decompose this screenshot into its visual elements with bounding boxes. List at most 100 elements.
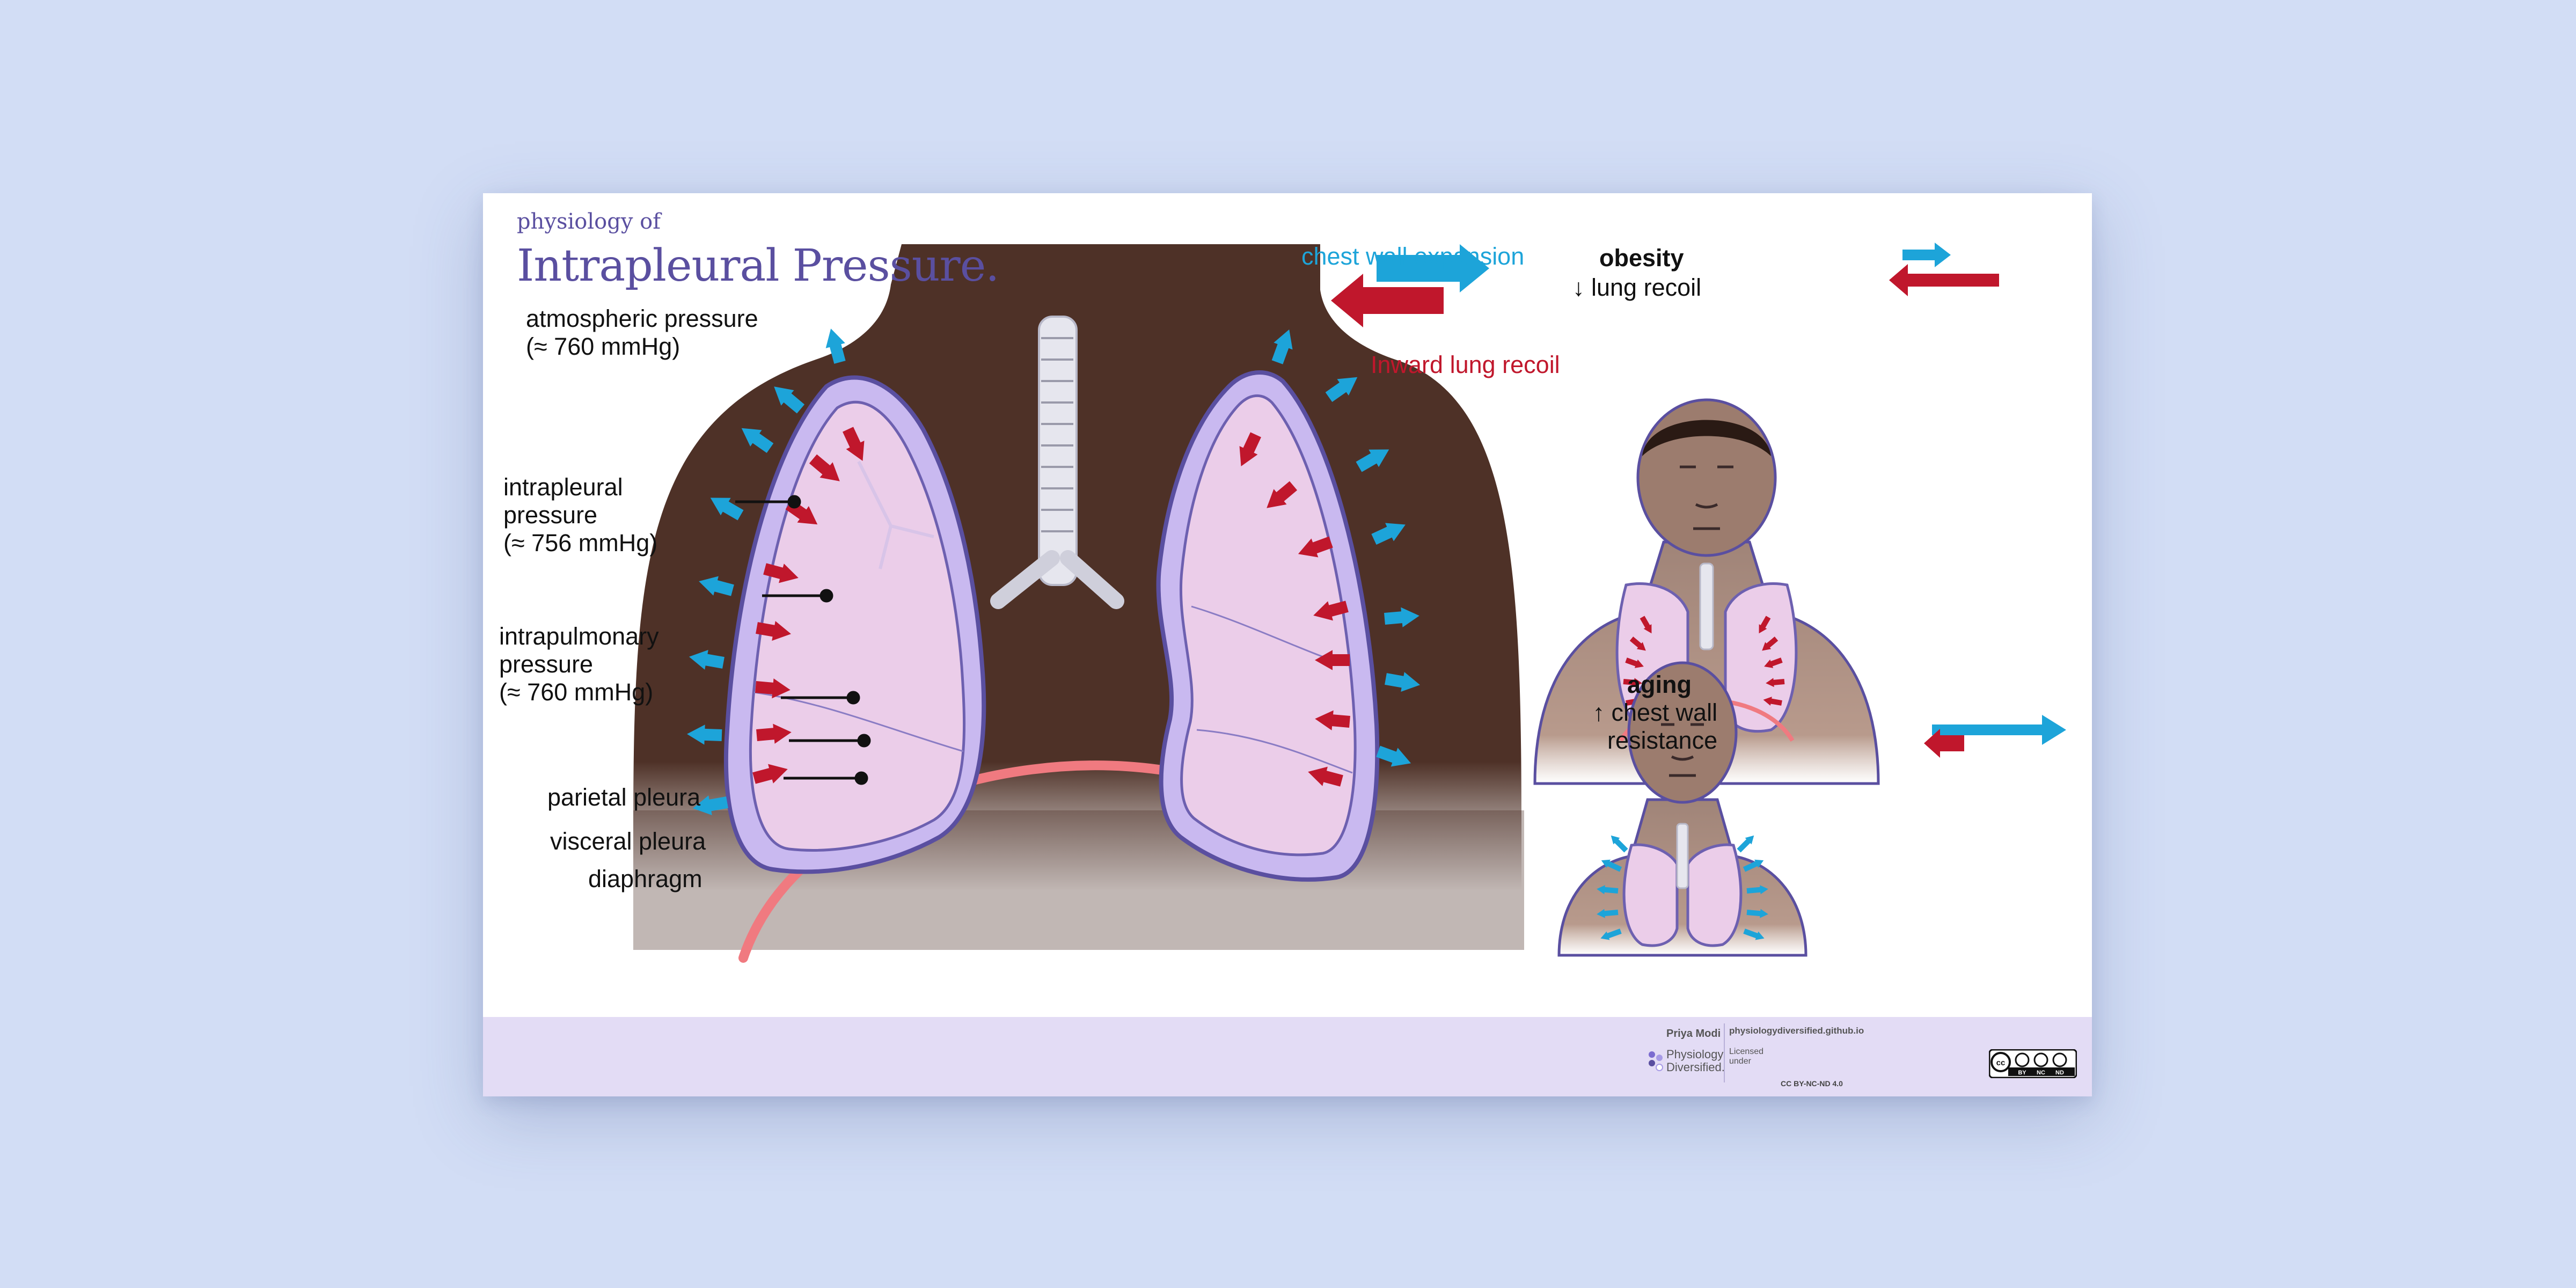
recoil-arrow [1313,601,1349,621]
nc-icon [2033,1052,2048,1067]
cc-icon [1990,1052,2011,1072]
obesity-effect: ↓ lung recoil [1572,274,1702,301]
intrapleural-line1: intrapleural [503,473,623,501]
obesity-legend-arrows [1889,243,1999,296]
aging-figure [1557,661,1807,957]
recoil-arrow [755,678,791,699]
aging-expansion-arrow [1737,835,1754,853]
obesity-recoil-arrow [1766,678,1785,687]
site-link[interactable]: physiologydiversified.github.io [1729,1026,1864,1036]
expansion-arrow [774,386,805,414]
infographic-card: physiology of Intrapleural Pressure. che… [483,193,2092,1096]
expansion-arrow [687,724,722,745]
recoil-arrow [1315,710,1350,730]
brand-name: Physiology Diversified. [1666,1048,1725,1074]
aging-effect-line1: ↑ chest wall [1592,699,1718,726]
leader-lines [735,495,871,785]
cc-license-badge[interactable]: cc BY NC ND [1989,1049,2077,1078]
expansion-arrow [1384,607,1419,627]
intrapleural-line3: (≈ 756 mmHg) [503,529,658,557]
obesity-recoil-arrow [1764,657,1783,668]
aging-expansion-arrow [1597,909,1619,918]
atmospheric-pressure-label: atmospheric pressure (≈ 760 mmHg) [526,305,758,361]
svg-text:NC: NC [2037,1070,2045,1076]
nd-icon [2052,1052,2067,1067]
page-title: Intrapleural Pressure. [517,240,999,291]
expansion-arrow [689,650,724,670]
footer-divider [1724,1023,1725,1082]
recoil-arrow [1239,432,1261,466]
recoil-arrow [1267,481,1298,508]
atmospheric-pressure-line1: atmospheric pressure [526,305,758,332]
aging-expansion-arrow [1746,885,1768,895]
intrapleural-pressure-label: intrapleural pressure (≈ 756 mmHg) [503,473,657,557]
recoil-arrow [843,427,865,461]
parietal-pleura-label: parietal pleura [547,784,701,811]
svg-text:BY: BY [2018,1070,2026,1076]
expansion-arrow [1325,377,1358,402]
subtitle: physiology of [517,209,661,234]
footer: Priya Modi Physiology Diversified. physi… [483,1017,2092,1096]
svg-text:ND: ND [2055,1070,2064,1076]
brand-name-line2: Diversified. [1666,1060,1725,1074]
brand-name-line1: Physiology [1666,1048,1724,1061]
expansion-arrow [1356,449,1389,472]
licensed-line2: under [1729,1057,1751,1066]
recoil-arrow [809,454,840,481]
aging-effect: ↑ chest wall resistance [1589,699,1718,755]
intrapulmonary-line3: (≈ 760 mmHg) [499,678,654,706]
recoil-arrow [756,621,792,641]
obesity-recoil-arrows [1623,616,1785,706]
recoil-arrow [1315,650,1350,670]
chest-wall-expansion-label: chest wall expansion [1301,243,1525,270]
recoil-legend-arrow [1331,274,1444,327]
author-name: Priya Modi [1666,1028,1721,1040]
aging-expansion-arrow [1600,928,1622,940]
trachea [990,316,1124,609]
atmospheric-pressure-line2: (≈ 760 mmHg) [526,333,680,360]
expansion-legend-arrow [1377,244,1489,292]
licensed-line1: Licensed [1729,1047,1764,1056]
expansion-arrow [692,795,728,815]
obesity-recoil-arrow [1763,697,1782,706]
aging-expansion-arrow [1743,928,1765,940]
expansion-arrow [825,328,846,364]
recoil-arrow [1308,766,1343,787]
obesity-recoil-arrow [1640,616,1652,634]
aging-legend-arrows [1924,715,2066,758]
licensed-under: Licensed under [1729,1047,1763,1066]
by-icon [2015,1052,2030,1067]
visceral-pleura-label: visceral pleura [550,828,706,855]
expansion-arrow [1371,523,1406,545]
intrapulmonary-pressure-label: intrapulmonary pressure (≈ 760 mmHg) [499,623,659,706]
obesity-recoil-arrow [1759,616,1771,634]
illustration [633,243,2066,963]
expansion-arrow [1271,329,1293,364]
intrapleural-line2: pressure [503,501,598,529]
obesity-title: obesity [1599,244,1684,272]
expansion-arrow [1385,672,1421,692]
expansion-arrow [741,428,774,453]
svg-text:cc: cc [1996,1058,2006,1067]
right-lung [1156,370,1380,882]
expansion-arrow [1376,745,1411,767]
license-name: CC BY-NC-ND 4.0 [1781,1079,1843,1088]
obesity-recoil-arrow [1629,636,1646,651]
aging-expansion-arrow [1597,885,1619,895]
expansion-arrow [699,576,734,596]
brand-logo-icon [1648,1050,1665,1074]
inward-lung-recoil-label: Inward lung recoil [1371,351,1560,378]
aging-expansion-arrow [1611,835,1628,853]
obesity-recoil-arrow [1762,636,1779,651]
diaphragm-label: diaphragm [588,865,702,892]
recoil-arrow [756,723,792,744]
aging-effect-line2: resistance [1607,727,1718,754]
recoil-arrow [1298,536,1333,558]
aging-title: aging [1627,671,1692,698]
chest-expansion-arrows [687,328,1421,815]
recoil-arrow [752,764,788,784]
aging-expansion-arrow [1746,909,1768,918]
obesity-figure [1533,398,1880,785]
aging-expansion-arrow [1601,859,1622,872]
aging-expansion-arrow [1743,859,1764,872]
